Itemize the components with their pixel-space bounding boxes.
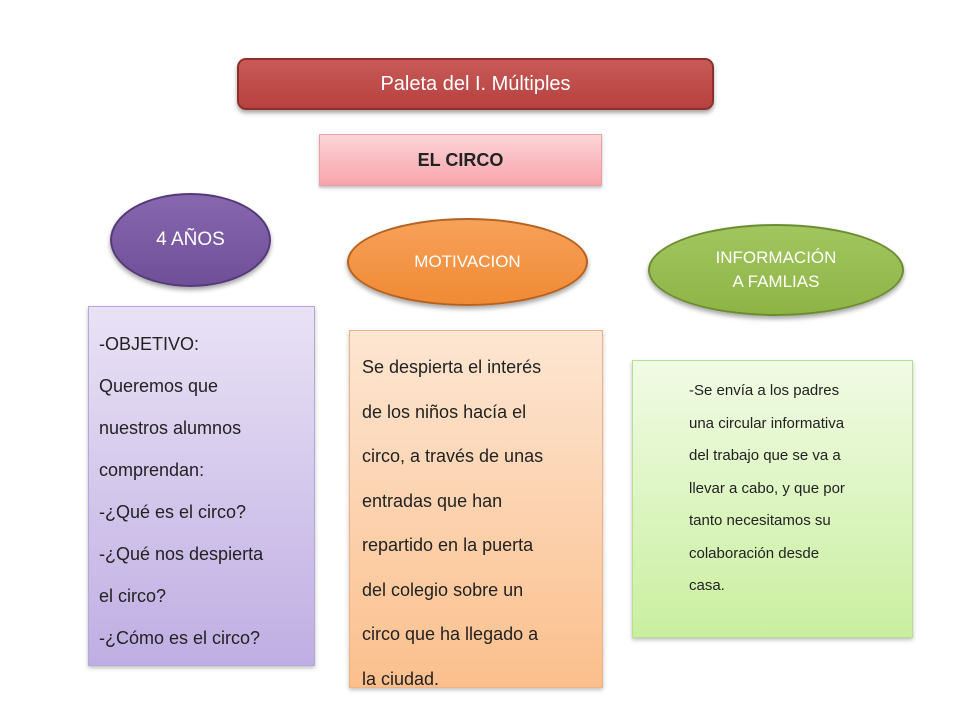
info-line: casa.	[689, 577, 725, 594]
objective-line: -¿Cómo es el circo?	[99, 628, 261, 648]
motivation-label: MOTIVACION	[414, 252, 521, 271]
objective-line: -¿Qué nos despierta	[99, 544, 264, 564]
info-line: -Se envía a los padres	[689, 382, 840, 399]
subtitle-text: EL CIRCO	[417, 149, 504, 170]
objective-line: Queremos que	[99, 376, 219, 396]
info-label: INFORMACIÓN A FAMLIAS	[716, 246, 837, 294]
info-label-line-2: A FAMLIAS	[732, 272, 820, 291]
motivation-line: circo, a través de unas	[362, 446, 544, 466]
subtitle-box: EL CIRCO	[319, 134, 602, 186]
motivation-line: del colegio sobre un	[362, 579, 524, 600]
objective-line: el circo?	[99, 586, 167, 606]
motivation-line: de los niños hacía el	[362, 401, 527, 422]
objective-box: -OBJETIVO: Queremos que nuestros alumnos…	[88, 306, 315, 666]
motivation-ellipse: MOTIVACION	[347, 218, 588, 306]
title-text: Paleta del I. Múltiples	[380, 72, 571, 95]
info-line: una circular informativa	[689, 414, 845, 432]
title-banner: Paleta del I. Múltiples	[237, 58, 714, 110]
motivation-line: entradas que han	[362, 490, 503, 511]
motivation-line: la ciudad.	[362, 668, 440, 689]
info-line: llevar a cabo, y que por	[689, 479, 845, 497]
age-ellipse: 4 AÑOS	[110, 193, 271, 287]
objective-line: -OBJETIVO:	[99, 334, 200, 354]
info-box: -Se envía a los padres una circular info…	[632, 360, 913, 638]
info-label-line-1: INFORMACIÓN	[715, 248, 837, 268]
motivation-line: circo que ha llegado a	[362, 624, 539, 644]
age-label: 4 AÑOS	[156, 229, 225, 250]
info-line: del trabajo que se va a	[689, 447, 841, 464]
info-line: tanto necesitamos su	[689, 512, 831, 529]
objective-line: comprendan:	[99, 460, 205, 480]
info-ellipse: INFORMACIÓN A FAMLIAS	[648, 224, 904, 316]
motivation-line: Se despierta el interés	[362, 357, 542, 377]
motivation-line: repartido en la puerta	[362, 535, 534, 555]
objective-line: -¿Qué es el circo?	[99, 502, 247, 522]
motivation-box: Se despierta el interés de los niños hac…	[349, 330, 603, 689]
info-line: colaboración desde	[689, 544, 820, 562]
objective-line: nuestros alumnos	[99, 418, 242, 438]
